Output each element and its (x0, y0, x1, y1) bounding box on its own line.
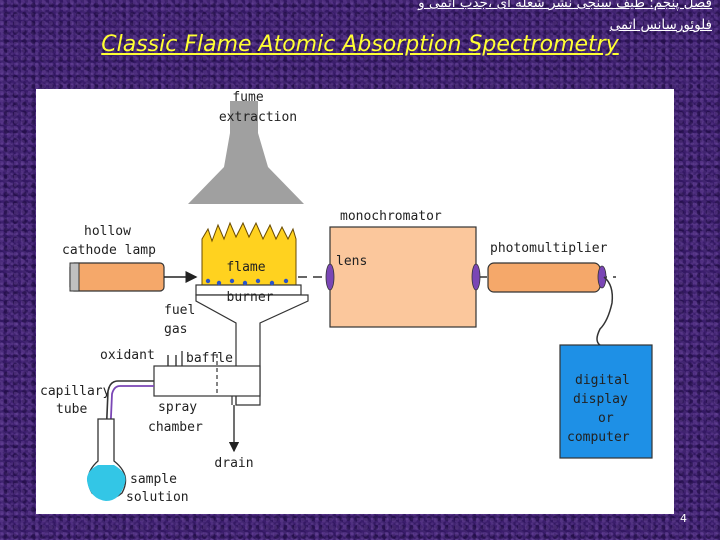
digital-display-box (559, 344, 653, 459)
monochromator-label: monochromator (340, 209, 442, 224)
chapter-heading-line-2: فلوئورسانس اتمی (609, 17, 712, 33)
display-label-3: or (598, 411, 614, 426)
spray-chamber (153, 365, 261, 397)
photomultiplier-tube (487, 262, 601, 293)
fuel-label-1: fuel (164, 303, 195, 318)
aas-diagram: fume extraction hollow cathode lamp flam… (40, 90, 653, 505)
page-number: 4 (680, 512, 687, 525)
spray-label-2: chamber (148, 420, 203, 435)
monochromator-box (329, 226, 477, 328)
fume-label-2: extraction (219, 110, 297, 125)
burner-body (195, 294, 309, 406)
display-label-1: digital (575, 373, 630, 388)
display-label-2: display (573, 392, 628, 407)
sample-solution-fill (86, 465, 126, 501)
photomultiplier-window (597, 265, 607, 289)
sample-label-2: solution (126, 490, 189, 505)
display-label-4: computer (567, 430, 630, 445)
entrance-lens (325, 263, 335, 291)
fume-label-1: fume (232, 90, 263, 105)
chapter-heading-line-1: فصل پنجم: طیف سنجی نشر شعله ای ،جذب اتمی… (418, 0, 712, 11)
exit-lens (471, 263, 481, 291)
hollow-cathode-lamp (69, 262, 165, 292)
capillary-label-1: capillary (40, 384, 111, 399)
spray-label-1: spray (158, 400, 197, 415)
capillary-label-2: tube (56, 402, 87, 417)
flame-label: flame (226, 260, 265, 275)
burner-label: burner (227, 290, 274, 305)
fuel-label-2: gas (164, 322, 187, 337)
hollow-label-2: cathode lamp (62, 243, 156, 258)
sample-label-1: sample (130, 472, 177, 487)
fume-hood (188, 101, 304, 204)
flame-shape (201, 221, 297, 286)
hollow-label-1: hollow (84, 224, 131, 239)
capillary-tube (103, 380, 154, 486)
diagram-panel: fume extraction hollow cathode lamp flam… (36, 89, 674, 514)
baffle-label: baffle (186, 351, 233, 366)
lamp-base (69, 262, 80, 292)
photomultiplier-label: photomultiplier (490, 241, 608, 256)
drain-label: drain (214, 456, 253, 471)
slide-title: Classic Flame Atomic Absorption Spectrom… (101, 32, 619, 57)
oxidant-label: oxidant (100, 348, 155, 363)
signal-cable (596, 276, 614, 346)
lens-label: lens (336, 254, 367, 269)
